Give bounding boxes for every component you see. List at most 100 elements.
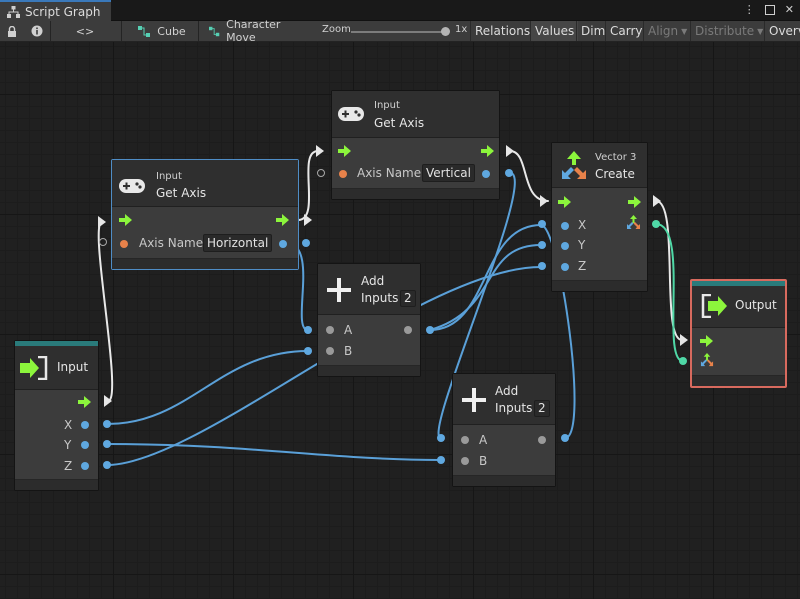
- plus-icon: [327, 278, 351, 302]
- x-input-connector[interactable]: [538, 220, 546, 228]
- inputs-count-field[interactable]: 2: [400, 290, 416, 307]
- x-output-port[interactable]: [81, 421, 89, 429]
- flow-output-connector[interactable]: [653, 195, 661, 207]
- gamepad-icon: [119, 179, 145, 193]
- flow-input-connector[interactable]: [680, 334, 688, 346]
- flow-input-connector[interactable]: [98, 216, 106, 228]
- values-button[interactable]: Values: [530, 21, 579, 41]
- node-category: Input: [374, 100, 400, 111]
- node-footer: [552, 280, 647, 291]
- port-label-x: X: [578, 218, 587, 232]
- flow-output-connector[interactable]: [304, 214, 312, 226]
- tab-script-graph[interactable]: Script Graph: [0, 0, 111, 21]
- node-header: Add Inputs 2: [318, 264, 420, 315]
- vector-input-connector[interactable]: [679, 357, 687, 365]
- zoom-slider[interactable]: [351, 31, 448, 33]
- node-vector3-create[interactable]: Vector 3 Create X Y Z: [551, 142, 648, 292]
- script-graph-icon: [7, 5, 20, 18]
- b-input-port[interactable]: [461, 457, 469, 465]
- axis-name-label: Axis Name: [139, 236, 204, 250]
- breadcrumb-cube[interactable]: Cube: [138, 21, 186, 41]
- axis-name-port[interactable]: [339, 170, 347, 178]
- node-output[interactable]: Output: [690, 279, 787, 388]
- value-output-connector[interactable]: [505, 169, 513, 177]
- flow-out-arrow-icon: [481, 145, 494, 157]
- flow-input-connector[interactable]: [316, 145, 324, 157]
- y-output-connector[interactable]: [103, 440, 111, 448]
- maximize-icon[interactable]: [764, 5, 775, 15]
- node-input[interactable]: Input X Y Z: [14, 340, 99, 491]
- result-output-connector[interactable]: [561, 434, 569, 442]
- y-input-connector[interactable]: [538, 241, 546, 249]
- flow-output-connector[interactable]: [104, 395, 112, 407]
- overview-button[interactable]: Overv: [764, 21, 800, 41]
- flow-out-arrow-icon: [628, 196, 641, 208]
- port-label-y: Y: [578, 238, 586, 252]
- flow-in-arrow-icon: [338, 145, 351, 157]
- x-output-connector[interactable]: [103, 420, 111, 428]
- result-output-port[interactable]: [538, 436, 546, 444]
- lock-icon[interactable]: [3, 21, 21, 41]
- node-header: Input Get Axis: [112, 160, 298, 207]
- carry-button[interactable]: Carry: [605, 21, 647, 41]
- unconnected-input-port[interactable]: [99, 238, 107, 246]
- align-dropdown[interactable]: Align▼: [643, 21, 691, 41]
- flow-output-connector[interactable]: [506, 145, 514, 157]
- y-input-port[interactable]: [561, 242, 569, 250]
- chevron-down-icon: ▼: [757, 26, 764, 36]
- input-node-icon: [20, 356, 48, 380]
- zoom-slider-handle[interactable]: [441, 27, 450, 36]
- value-output-connector[interactable]: [302, 239, 310, 247]
- output-node-icon: [701, 294, 727, 318]
- node-footer: [112, 258, 298, 269]
- code-inspect-button[interactable]: <>: [75, 24, 95, 38]
- z-input-port[interactable]: [561, 263, 569, 271]
- a-input-connector[interactable]: [304, 326, 312, 334]
- b-input-port[interactable]: [326, 347, 334, 355]
- axis-name-field[interactable]: Horizontal: [203, 234, 273, 252]
- window-tab-bar: Script Graph ⋮ ✕: [0, 0, 800, 21]
- value-out-port[interactable]: [482, 170, 490, 178]
- a-input-port[interactable]: [326, 326, 334, 334]
- z-output-port[interactable]: [81, 462, 89, 470]
- info-icon[interactable]: [27, 21, 47, 41]
- z-output-connector[interactable]: [103, 461, 111, 469]
- node-footer: [453, 475, 555, 486]
- unconnected-input-port[interactable]: [317, 169, 325, 177]
- node-footer: [332, 188, 499, 199]
- port-label-z: Z: [578, 259, 587, 273]
- node-add-bottom[interactable]: Add Inputs 2 A B: [452, 373, 556, 487]
- node-get-axis-vertical[interactable]: Input Get Axis Axis Name Vertical: [331, 90, 500, 200]
- close-icon[interactable]: ✕: [784, 3, 794, 16]
- flow-input-connector[interactable]: [540, 195, 548, 207]
- distribute-dropdown[interactable]: Distribute▼: [690, 21, 764, 41]
- a-input-connector[interactable]: [437, 434, 445, 442]
- breadcrumb-label: Character Move: [226, 18, 281, 44]
- value-out-port[interactable]: [279, 240, 287, 248]
- node-add-top[interactable]: Add Inputs 2 A B: [317, 263, 421, 377]
- dim-button[interactable]: Dim: [576, 21, 609, 41]
- breadcrumb-character-move[interactable]: Character Move: [209, 18, 301, 44]
- node-footer: [318, 365, 420, 376]
- node-category: Input: [156, 171, 182, 182]
- axis-name-field[interactable]: Vertical: [422, 164, 475, 182]
- node-footer: [692, 375, 785, 386]
- vector-output-connector[interactable]: [652, 220, 660, 228]
- b-input-connector[interactable]: [437, 456, 445, 464]
- axis-name-port[interactable]: [120, 240, 128, 248]
- node-title: Create: [595, 167, 635, 181]
- window-menu-icon[interactable]: ⋮: [743, 3, 755, 16]
- gamepad-icon: [338, 107, 364, 121]
- node-get-axis-horizontal[interactable]: Input Get Axis Axis Name Horizontal: [111, 159, 299, 270]
- b-input-connector[interactable]: [304, 347, 312, 355]
- graph-icon: [209, 26, 220, 36]
- z-input-connector[interactable]: [538, 262, 546, 270]
- result-output-port[interactable]: [404, 326, 412, 334]
- y-output-port[interactable]: [81, 441, 89, 449]
- x-input-port[interactable]: [561, 222, 569, 230]
- inputs-count-field[interactable]: 2: [534, 400, 550, 417]
- relations-button[interactable]: Relations: [470, 21, 534, 41]
- result-output-connector[interactable]: [426, 326, 434, 334]
- a-input-port[interactable]: [461, 436, 469, 444]
- port-label-b: B: [479, 454, 488, 468]
